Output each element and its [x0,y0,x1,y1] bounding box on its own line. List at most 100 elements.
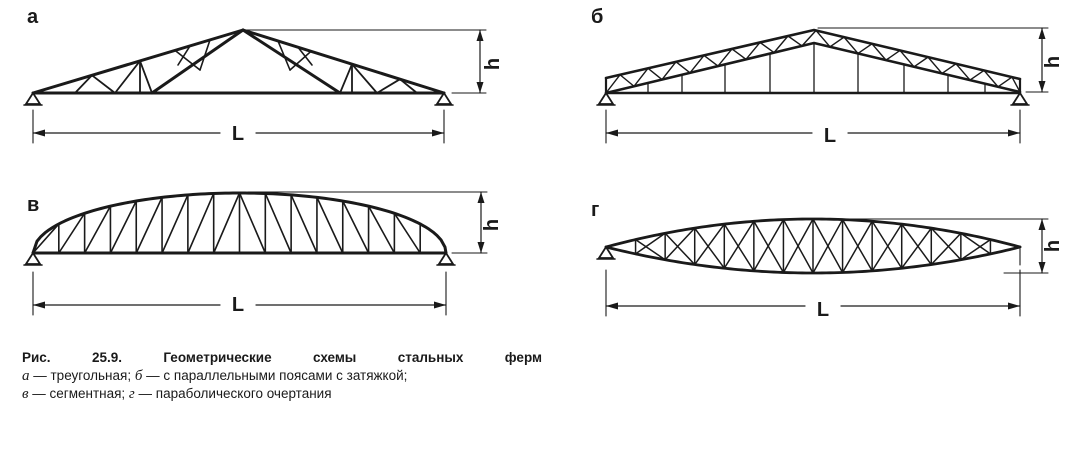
span-arrow [434,301,446,309]
main-strut [241,28,342,95]
support-triangle [597,245,615,259]
height-arrow [1038,262,1046,273]
lattice-diagonal [871,43,887,61]
cross-diagonal [605,238,637,248]
panel-g-truss [596,217,1022,275]
lattice-diagonal [1011,76,1021,93]
panel-b-span-label: L [824,125,836,147]
cross-diagonal [812,218,844,274]
diagonal [83,205,112,254]
panel-b-height-label: h [1042,56,1064,68]
diagonal [238,192,267,254]
panel-v-height-label: h [481,219,503,231]
support-triangle [24,251,42,265]
height-arrow [1038,81,1046,92]
caption-title-word: схемы [312,350,357,365]
caption-title-word: стальных [397,350,464,365]
height-arrow [1038,219,1046,230]
span-arrow [606,302,618,310]
height-arrow [477,192,485,203]
height-arrow [477,242,485,253]
caption-panel-description: — параболического очертания [134,386,332,401]
panel-b-parallel-chord-truss: б h L [591,6,1064,147]
panel-v-segmental-truss: в h L [23,191,503,316]
lattice-diagonal [815,29,831,48]
lattice-diagonal [717,48,733,67]
caption-panel-letter: в [22,386,29,402]
diagonal [264,192,292,254]
diagonal [135,196,163,254]
caption-panel-description: — треугольная; [29,368,135,383]
sub-diagonal [177,45,191,66]
lattice-diagonal [829,36,845,48]
height-arrow [476,30,484,41]
panel-g-parabolic-truss: г h L [591,199,1064,321]
panel-g-height-label: h [1042,240,1064,252]
lattice-diagonal [941,63,957,75]
diagonal [316,196,344,254]
lattice-diagonal [843,36,859,55]
cross-diagonal [693,227,726,269]
lattice-diagonal [773,35,789,54]
cross-diagonal [664,227,696,261]
panel-a-truss [23,28,454,106]
diagonal [109,200,138,254]
diagonal [187,192,215,254]
diagonal [341,200,370,254]
caption-line: а — треугольная; б — с параллельными поя… [22,367,542,385]
panel-b-letter: б [591,6,603,28]
lattice-diagonal [647,67,663,81]
height-arrow [1038,28,1046,39]
cross-diagonal [960,238,992,261]
cross-diagonal [723,220,755,269]
sub-diagonal [174,49,201,71]
diagonal [290,194,318,254]
span-arrow [33,301,45,309]
panel-a-dimensions [32,29,487,144]
lattice-diagonal [885,49,901,61]
panel-g-letter: г [591,199,599,221]
cross-diagonal [723,223,755,272]
panel-v-truss [23,191,456,266]
caption-title-word: ферм [504,350,542,365]
span-arrow [432,129,444,137]
cross-diagonal [930,227,962,261]
lattice-diagonal [997,76,1013,88]
panel-a-span-label: L [232,123,244,145]
lattice-diagonal [745,41,761,61]
cross-diagonal [871,220,903,269]
caption-title-word: 25.9. [91,350,122,365]
caption-title-word: Рис. [22,350,51,365]
cross-diagonal [782,218,814,274]
top-chord-arc [31,191,448,255]
diagonal [339,63,353,94]
panel-v-letter: в [27,194,39,216]
diagonal [114,60,141,94]
cross-diagonal [989,238,1021,248]
cross-diagonal [871,223,903,272]
span-arrow [606,129,618,137]
top-chord [31,28,446,95]
sub-diagonal [277,40,291,71]
caption-panel-description: — сегментная; [28,386,129,401]
panel-b-dimensions [605,27,1049,144]
cross-diagonal [753,218,785,272]
diagonal [91,74,116,94]
diagonal [58,212,86,254]
caption-panel-letter: а [22,368,30,384]
lattice-diagonal [759,41,775,54]
lattice-diagonal [689,54,705,74]
cross-diagonal [900,223,933,266]
lattice-diagonal [787,35,803,47]
cross-diagonal [960,232,992,255]
cross-diagonal [900,227,933,269]
lattice-diagonal [605,74,621,94]
height-arrow [476,82,484,93]
lattice-diagonal [983,69,999,88]
diagonal [212,192,241,254]
cross-diagonal [989,246,1021,255]
cross-diagonal [605,246,637,255]
